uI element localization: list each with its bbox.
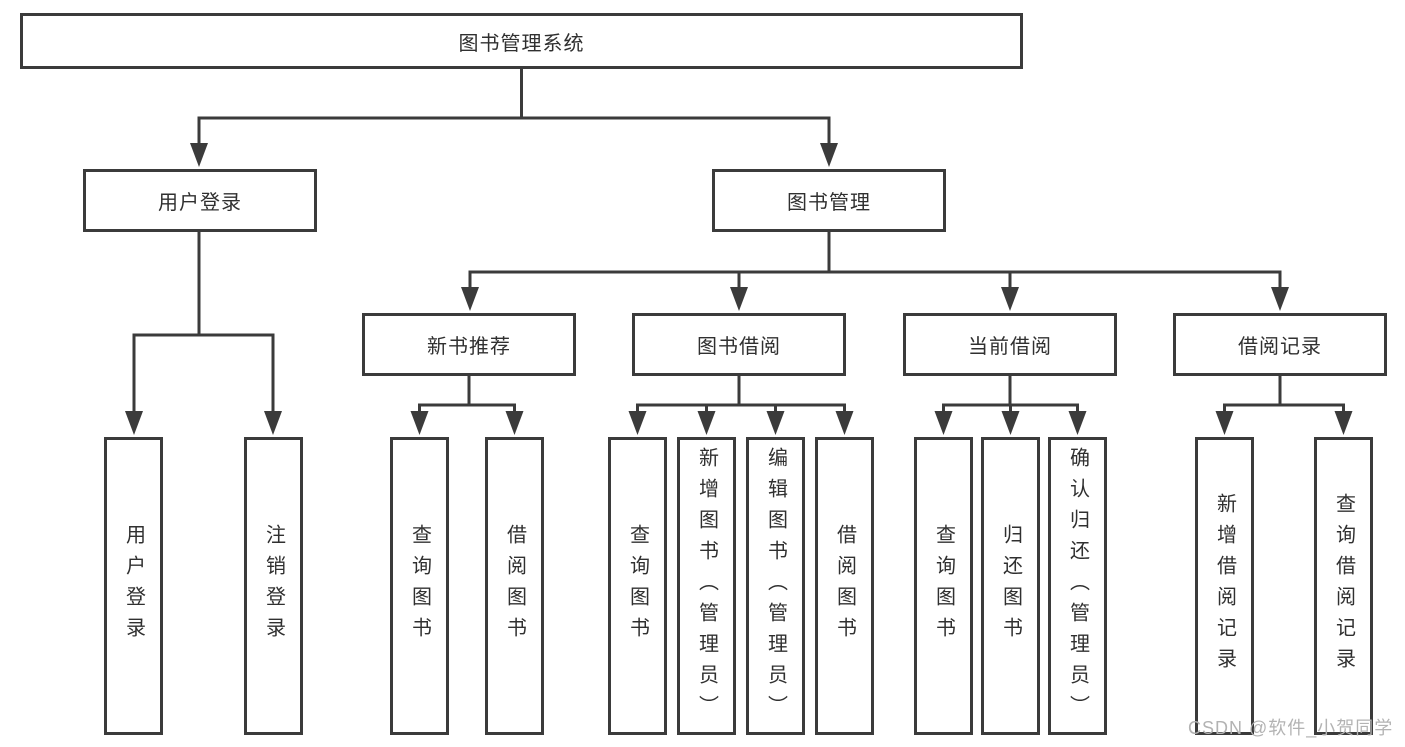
node-root-label: 图书管理系统 <box>458 32 585 55</box>
leaf-query-borrow-record-label: 查询借阅记录 <box>1332 493 1355 679</box>
node-user-login: 用户登录 <box>83 169 317 232</box>
node-borrow-records: 借阅记录 <box>1173 313 1387 376</box>
leaf-query-books-borrow: 查询图书 <box>608 437 667 735</box>
node-book-management-label: 图书管理 <box>787 192 871 214</box>
leaf-confirm-return-admin-label: 确认归还（管理员） <box>1066 446 1089 726</box>
leaf-borrow-books: 借阅图书 <box>815 437 874 735</box>
leaf-add-book-admin: 新增图书（管理员） <box>677 437 736 735</box>
leaf-logout: 注销登录 <box>244 437 303 735</box>
leaf-edit-book-admin: 编辑图书（管理员） <box>746 437 805 735</box>
leaf-return-book: 归还图书 <box>981 437 1040 735</box>
leaf-query-books-recommend-label: 查询图书 <box>408 524 431 648</box>
node-user-login-label: 用户登录 <box>158 192 242 214</box>
leaf-query-books-recommend: 查询图书 <box>390 437 449 735</box>
node-borrow-records-label: 借阅记录 <box>1238 336 1322 358</box>
node-root: 图书管理系统 <box>20 13 1023 69</box>
node-new-book-recommend-label: 新书推荐 <box>427 336 511 358</box>
leaf-query-books-current: 查询图书 <box>914 437 973 735</box>
node-current-borrow-label: 当前借阅 <box>968 336 1052 358</box>
node-book-borrow-label: 图书借阅 <box>697 336 781 358</box>
leaf-add-borrow-record-label: 新增借阅记录 <box>1213 493 1236 679</box>
leaf-query-books-borrow-label: 查询图书 <box>626 524 649 648</box>
node-book-management: 图书管理 <box>712 169 946 232</box>
leaf-add-book-admin-label: 新增图书（管理员） <box>695 446 718 726</box>
leaf-user-login: 用户登录 <box>104 437 163 735</box>
leaf-logout-label: 注销登录 <box>262 524 285 648</box>
leaf-add-borrow-record: 新增借阅记录 <box>1195 437 1254 735</box>
leaf-return-book-label: 归还图书 <box>999 524 1022 648</box>
node-current-borrow: 当前借阅 <box>903 313 1117 376</box>
leaf-edit-book-admin-label: 编辑图书（管理员） <box>764 446 787 726</box>
leaf-query-books-current-label: 查询图书 <box>932 524 955 648</box>
leaf-query-borrow-record: 查询借阅记录 <box>1314 437 1373 735</box>
node-book-borrow: 图书借阅 <box>632 313 846 376</box>
leaf-user-login-label: 用户登录 <box>122 524 145 648</box>
leaf-confirm-return-admin: 确认归还（管理员） <box>1048 437 1107 735</box>
leaf-borrow-books-recommend: 借阅图书 <box>485 437 544 735</box>
leaf-borrow-books-label: 借阅图书 <box>833 524 856 648</box>
node-new-book-recommend: 新书推荐 <box>362 313 576 376</box>
leaf-borrow-books-recommend-label: 借阅图书 <box>503 524 526 648</box>
